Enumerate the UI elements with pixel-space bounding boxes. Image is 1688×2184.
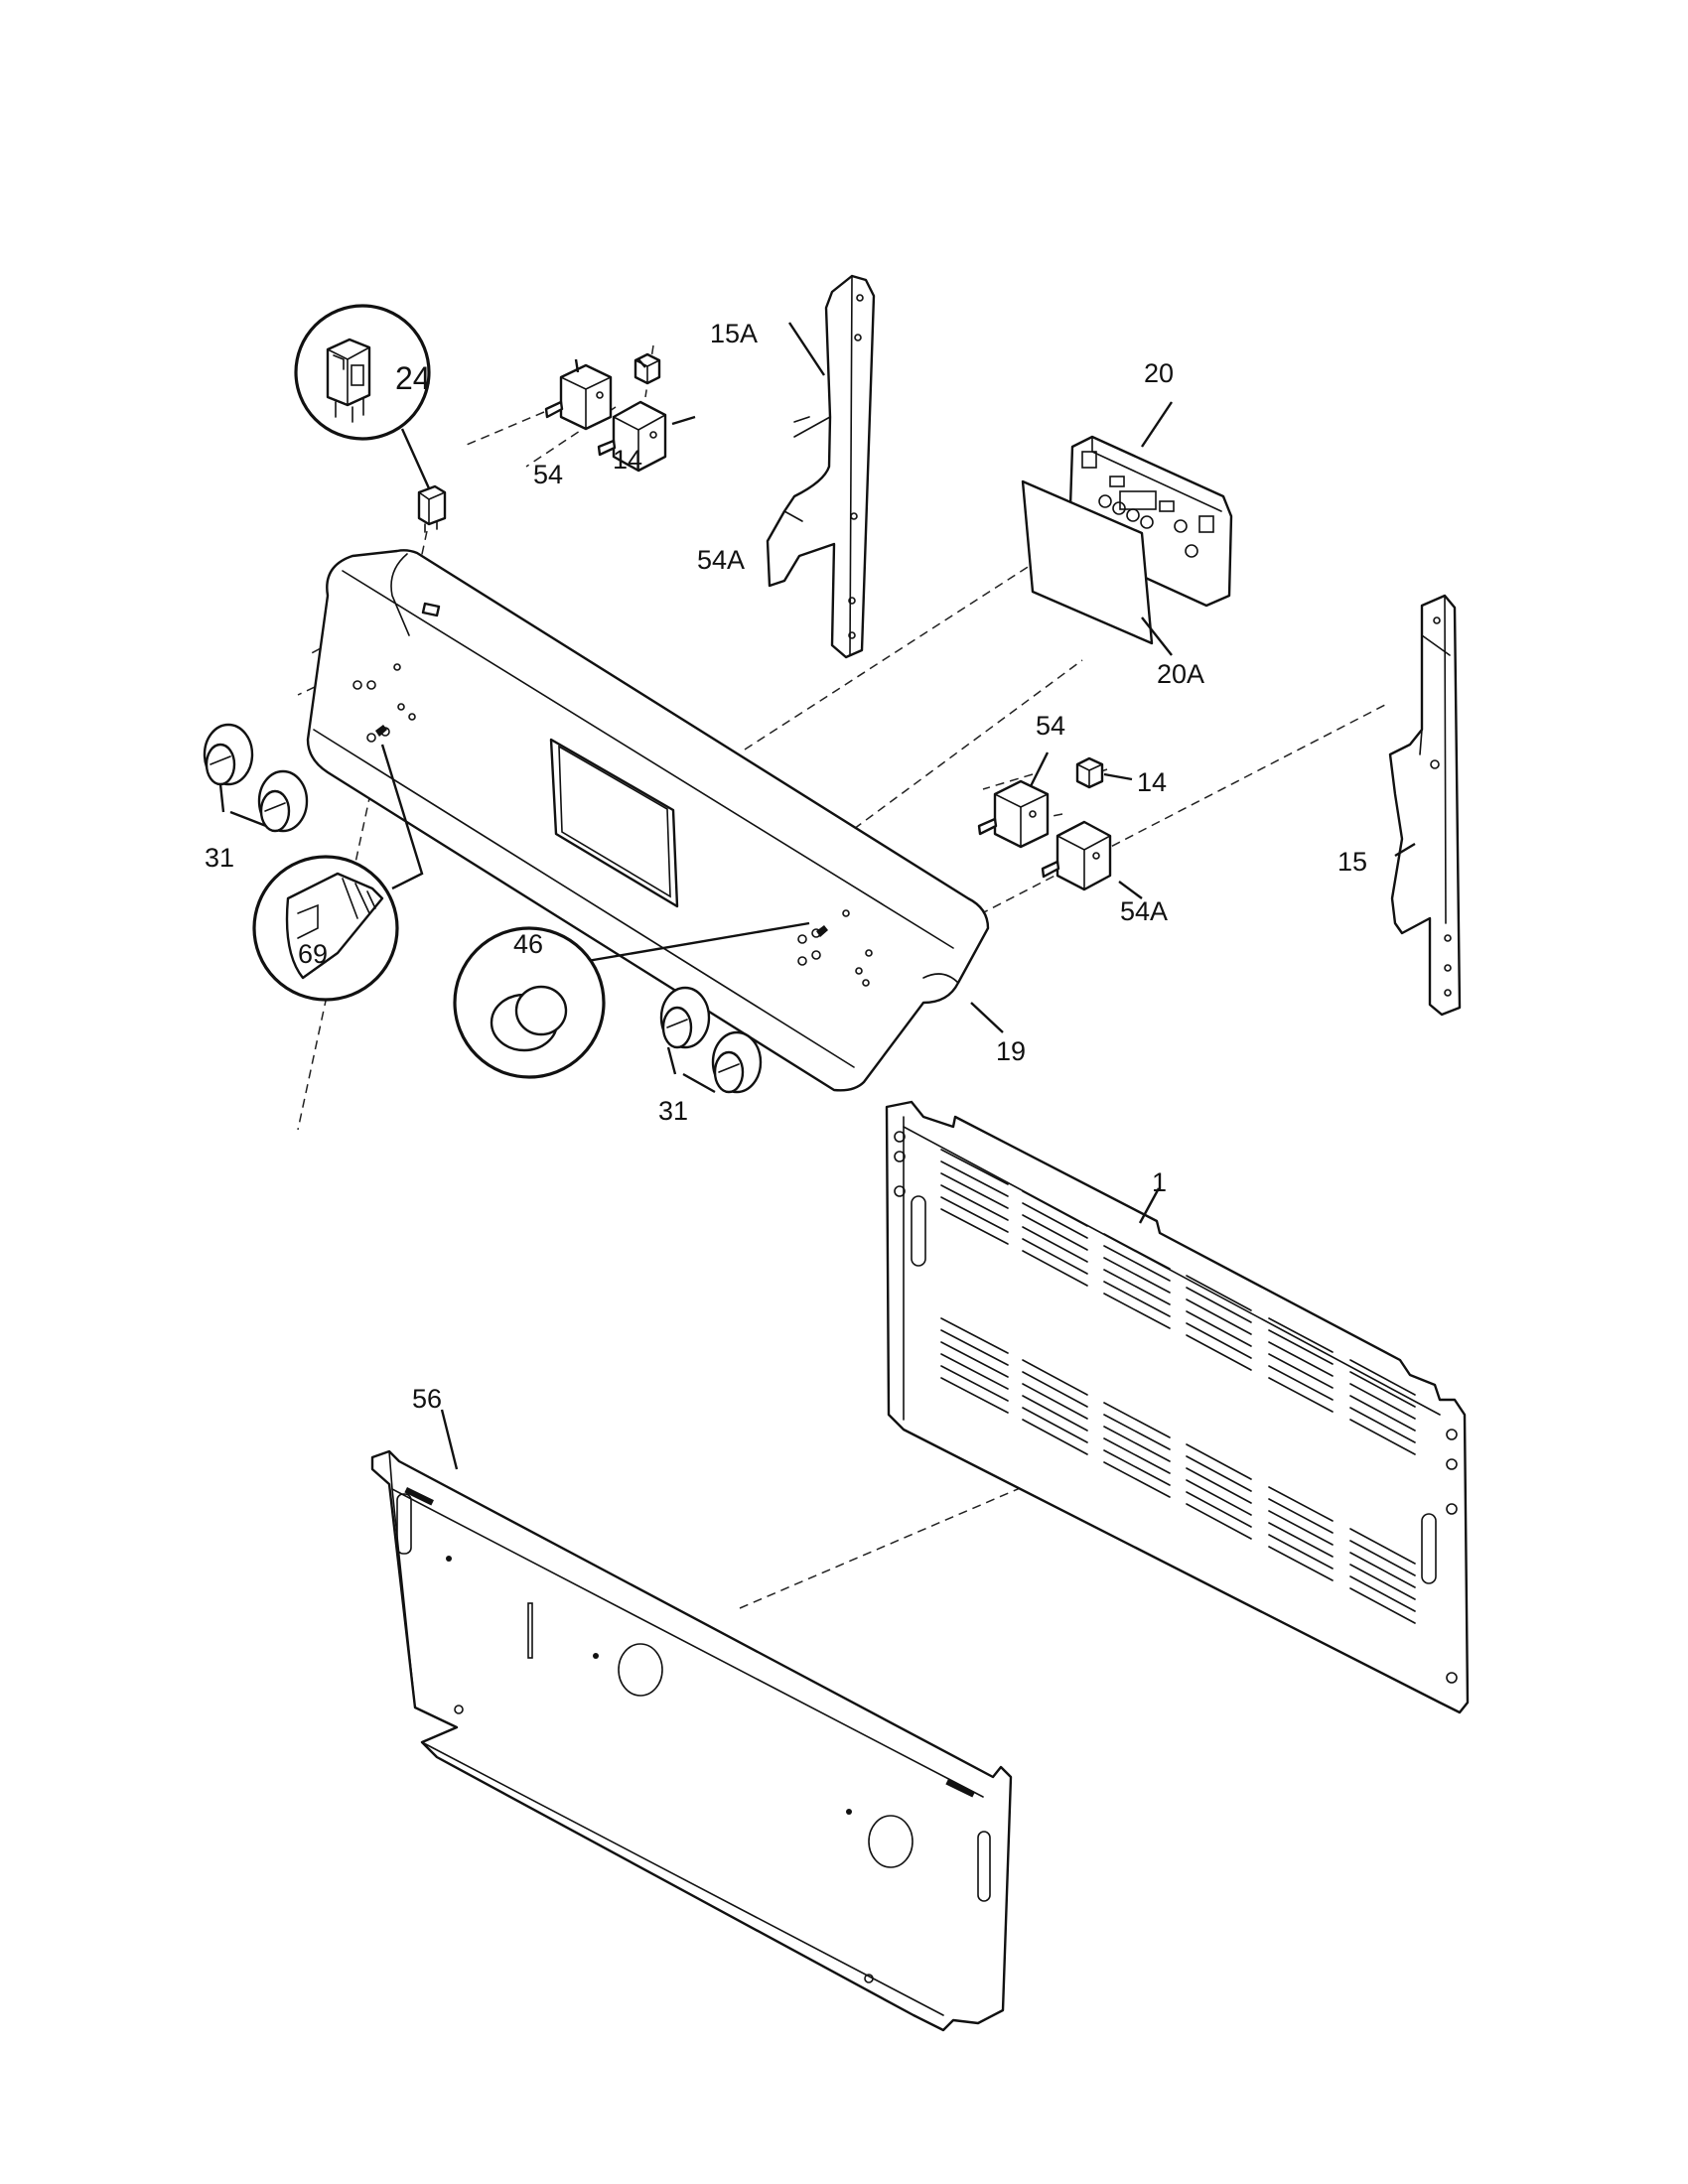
label-54-lower: 54 — [1036, 711, 1065, 741]
label-15: 15 — [1337, 847, 1367, 877]
label-54a-upper: 54A — [697, 545, 745, 575]
label-56: 56 — [412, 1384, 442, 1414]
label-24: 24 — [395, 360, 431, 396]
label-14-lower: 14 — [1137, 767, 1167, 797]
label-20: 20 — [1144, 358, 1174, 388]
label-19: 19 — [996, 1036, 1026, 1066]
switch-24 — [294, 304, 447, 533]
button-46 — [453, 921, 810, 1079]
label-69: 69 — [298, 939, 328, 969]
label-1: 1 — [1152, 1167, 1167, 1197]
valve-54-lower — [977, 779, 1050, 849]
screw-69 — [252, 744, 424, 1002]
part-labels: 15A 20 24 54 14 54A 20A 54 14 15 54A 31 … — [205, 319, 1367, 1414]
switch-14-lower — [1075, 756, 1104, 789]
leader-lines — [218, 322, 1416, 1470]
label-54a-lower: 54A — [1120, 896, 1168, 926]
control-panel-19 — [306, 549, 990, 1092]
lower-bracket-56 — [370, 1449, 1013, 2032]
knobs-31-left — [203, 723, 309, 833]
vent-slots — [940, 1149, 1416, 1624]
label-14-upper: 14 — [613, 445, 642, 475]
knobs-31-right — [659, 986, 763, 1094]
label-31-left: 31 — [205, 843, 234, 873]
valve-54-upper — [544, 363, 613, 431]
switch-14-upper — [633, 352, 661, 385]
valve-54a-lower — [1041, 820, 1112, 891]
bracket-15 — [1388, 594, 1462, 1017]
overlay-20a — [1021, 479, 1154, 645]
label-15a: 15A — [710, 319, 758, 348]
rear-panel-1 — [885, 1100, 1470, 1714]
label-54-upper: 54 — [533, 460, 563, 489]
label-20a: 20A — [1157, 659, 1204, 689]
label-31-right: 31 — [658, 1096, 688, 1126]
label-46: 46 — [513, 929, 543, 959]
valve-54a-upper — [597, 400, 667, 473]
bracket-15a — [766, 274, 876, 659]
